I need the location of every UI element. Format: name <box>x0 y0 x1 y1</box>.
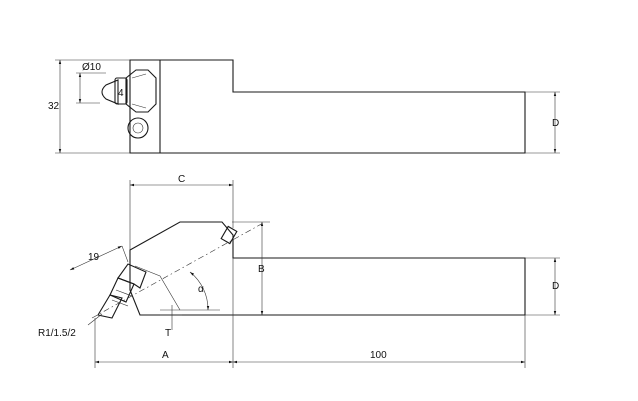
side-inner-edge <box>134 265 181 311</box>
d19-dimension-line <box>69 245 123 271</box>
radius-label: R1/1.5/2 <box>38 328 76 339</box>
d32-label: 32 <box>48 101 60 112</box>
alpha-label: α <box>198 284 204 295</box>
insert-mark: 4 <box>118 88 124 99</box>
side-clamp <box>117 263 147 289</box>
center-line <box>91 221 266 319</box>
b-label: B <box>258 264 265 275</box>
top-view: 4 Ø10 32 D <box>48 59 560 154</box>
t-label: T <box>165 328 171 339</box>
phi10-label: Ø10 <box>82 62 101 73</box>
top-holder-outline <box>129 59 526 154</box>
clamp-block <box>125 69 157 113</box>
insert-body <box>114 77 128 105</box>
d-top-label: D <box>552 118 559 129</box>
d19-ext <box>121 245 129 263</box>
top-clamp-insert: 4 <box>101 69 157 139</box>
side-view: α C B D 19 T R1/1.5/2 A 100 <box>38 174 560 368</box>
side-holder-outline <box>129 221 526 316</box>
insert-tip <box>101 79 119 105</box>
d-bottom-label: D <box>552 281 559 292</box>
side-insert-detail <box>111 289 133 307</box>
clamp-edges <box>131 73 147 109</box>
d100-label: 100 <box>370 350 387 361</box>
screw-socket <box>132 122 144 134</box>
back-screw <box>220 225 238 245</box>
screw-head <box>127 117 149 139</box>
side-insert-clamp <box>97 263 147 319</box>
d19-label: 19 <box>88 252 100 263</box>
alpha-arc <box>189 271 210 311</box>
side-insert-tip <box>97 294 123 319</box>
c-label: C <box>178 174 185 185</box>
a-label: A <box>162 350 169 361</box>
